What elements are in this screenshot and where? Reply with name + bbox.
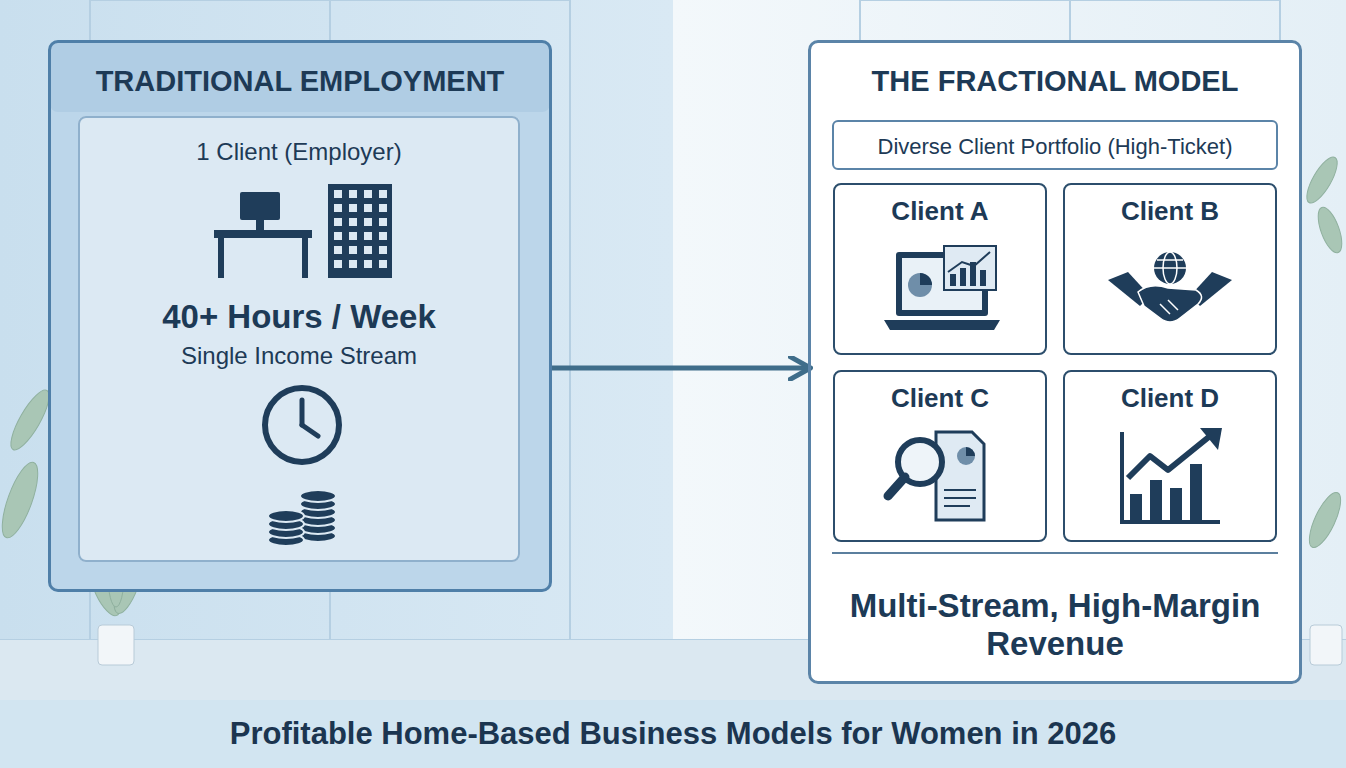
fractional-panel: THE FRACTIONAL MODEL Multi-Stream, High-M…: [808, 40, 1302, 684]
handshake-icon: [1108, 252, 1232, 322]
client-box: Client A: [833, 183, 1047, 355]
room-left: [0, 0, 673, 700]
node-heading: THE FRACTIONAL MODEL: [811, 65, 1299, 98]
building-window: [334, 232, 342, 240]
node-text: 40+ Hours / Week: [80, 298, 518, 336]
node-heading: Client C: [835, 384, 1045, 414]
building-window: [379, 232, 387, 240]
node-text: Single Income Stream: [80, 342, 518, 370]
panel-fill: [808, 40, 1302, 684]
employer-box: 1 Client (Employer) 40+ Hours / WeekSingl…: [78, 116, 520, 562]
building-window: [379, 204, 387, 212]
coins-icon: [268, 490, 336, 546]
flow-arrow: [552, 366, 808, 371]
building-window: [349, 246, 357, 254]
caption-text: Profitable Home-Based Business Models fo…: [0, 716, 1346, 752]
building-window: [364, 218, 372, 226]
building-window: [364, 260, 372, 268]
desk-icon: [214, 192, 312, 278]
laptop-chart-icon: [884, 246, 1000, 330]
magnifier-doc-icon: [888, 432, 984, 520]
client-box: Client D: [1063, 370, 1277, 542]
node-heading: 1 Client (Employer): [80, 138, 518, 166]
inner-fill: [78, 116, 520, 562]
panel-fill: [48, 40, 552, 592]
node-heading: Client B: [1065, 197, 1275, 227]
building-window: [364, 204, 372, 212]
node-text: Multi-Stream, High-Margin Revenue: [835, 587, 1275, 663]
bar-chart-icon: [1120, 428, 1222, 524]
building-window: [349, 190, 357, 198]
building-window: [334, 246, 342, 254]
building-window: [334, 218, 342, 226]
panel-header-band: [50, 42, 550, 112]
building-window: [364, 190, 372, 198]
portfolio-box: Diverse Client Portfolio (High-Ticket): [832, 120, 1278, 170]
node-heading: Client D: [1065, 384, 1275, 414]
building-window: [334, 204, 342, 212]
building-window: [349, 204, 357, 212]
building-window: [349, 232, 357, 240]
room-right: [673, 0, 1346, 700]
building-window: [349, 260, 357, 268]
building-window: [379, 218, 387, 226]
divider-line: [832, 552, 1278, 554]
building-window: [364, 232, 372, 240]
building-icon: [328, 184, 392, 278]
building-window: [349, 218, 357, 226]
building-window: [379, 190, 387, 198]
building-window: [364, 246, 372, 254]
building-window: [334, 190, 342, 198]
client-box: Client B: [1063, 183, 1277, 355]
building-window: [379, 246, 387, 254]
clock-icon: [265, 388, 339, 462]
building-window: [334, 260, 342, 268]
plant-right: [1301, 153, 1346, 665]
node-heading: TRADITIONAL EMPLOYMENT: [51, 65, 549, 98]
building-window: [379, 260, 387, 268]
caption-band: [0, 700, 1346, 768]
node-heading: Diverse Client Portfolio (High-Ticket): [834, 134, 1276, 159]
employment-panel: TRADITIONAL EMPLOYMENT 1 Client (Employer…: [48, 40, 552, 592]
node-heading: Client A: [835, 197, 1045, 227]
client-box: Client C: [833, 370, 1047, 542]
